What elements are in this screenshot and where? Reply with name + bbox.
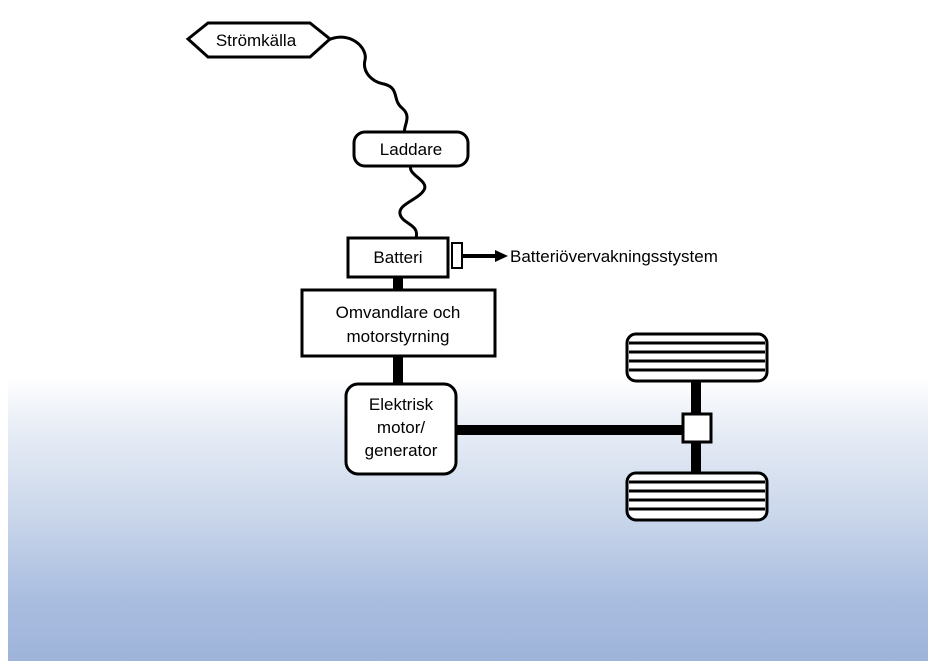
differential bbox=[681, 412, 713, 444]
motor-label-line-3: generator bbox=[365, 441, 438, 460]
inverter-node: Omvandlare och motorstyrning bbox=[300, 288, 497, 358]
battery-node: Batteri bbox=[346, 236, 450, 279]
charger-box bbox=[352, 130, 470, 168]
motor-node: Elektrisk motor/ generator bbox=[344, 382, 458, 476]
power-source-label: Strömkälla bbox=[216, 31, 297, 50]
charger-node: Laddare bbox=[352, 130, 470, 168]
battery-label: Batteri bbox=[373, 248, 422, 267]
inverter-box bbox=[300, 288, 497, 358]
battery-sensor bbox=[451, 242, 463, 269]
power-source-node: Strömkälla bbox=[185, 21, 333, 59]
motor-label-line-1: Elektrisk bbox=[369, 395, 434, 414]
drive-shaft bbox=[456, 425, 684, 435]
wheel-bottom bbox=[625, 471, 769, 522]
charger-label: Laddare bbox=[380, 140, 442, 159]
battery-monitoring-link: Batteriövervakningsstystem bbox=[451, 242, 718, 269]
battery-monitoring-label: Batteriövervakningsstystem bbox=[510, 247, 718, 266]
connector-inverter-to-motor bbox=[393, 356, 403, 384]
wheel-top bbox=[625, 332, 769, 383]
wheel-top-tire bbox=[625, 332, 769, 383]
monitoring-arrow-head bbox=[495, 250, 508, 262]
cable-charger-to-battery bbox=[398, 162, 427, 240]
inverter-label-line-2: motorstyrning bbox=[347, 327, 450, 346]
inverter-label-line-1: Omvandlare och bbox=[336, 303, 461, 322]
motor-label-line-2: motor/ bbox=[377, 418, 425, 437]
connector-battery-to-inverter bbox=[393, 277, 403, 290]
power-source-shape bbox=[185, 21, 333, 59]
cable-source-to-charger bbox=[326, 35, 409, 138]
wheel-bottom-tire bbox=[625, 471, 769, 522]
